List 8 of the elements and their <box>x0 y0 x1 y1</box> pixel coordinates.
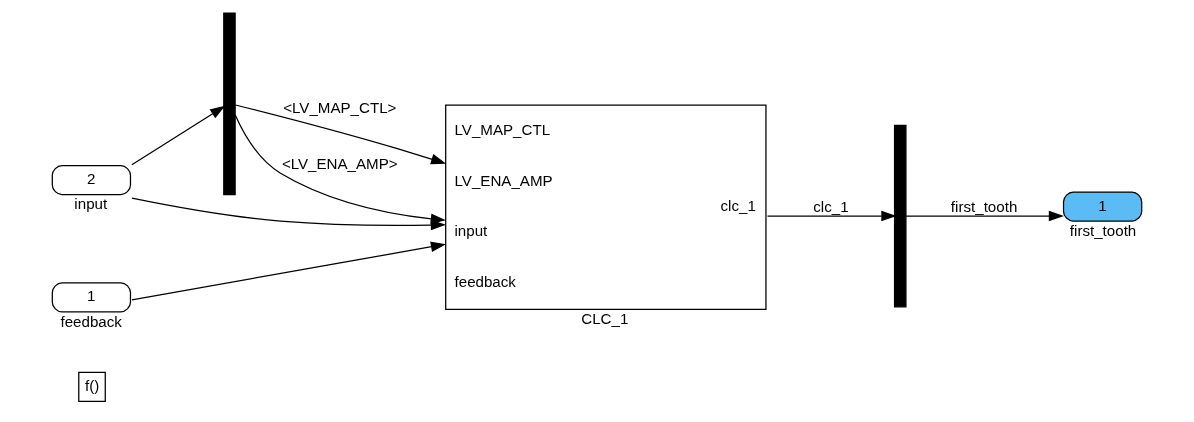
node-label: feedback <box>60 312 122 330</box>
edge-label: <LV_ENA_AMP> <box>281 154 398 172</box>
edge-label: clc_1 <box>813 197 849 215</box>
edge-label: <LV_MAP_CTL> <box>283 99 397 117</box>
node-label: first_tooth <box>1069 221 1137 239</box>
node-label: CLC_1 <box>581 309 629 327</box>
edge-label: first_tooth <box>950 197 1018 215</box>
node-label: input <box>74 195 108 213</box>
